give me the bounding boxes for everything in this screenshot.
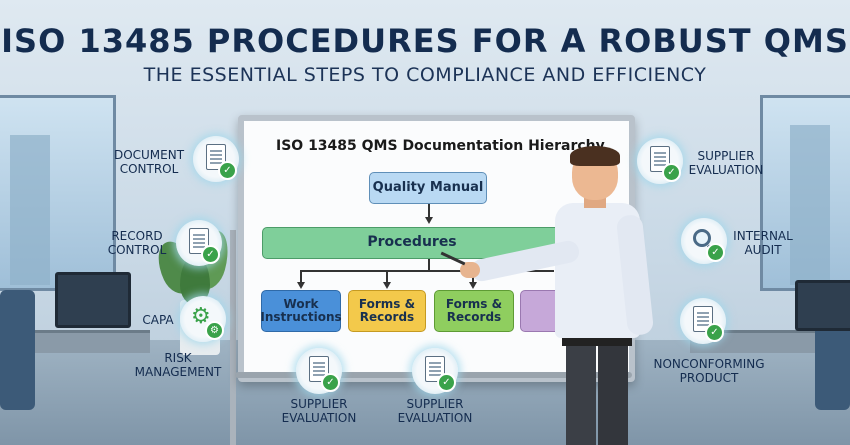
arrow-line: [300, 270, 302, 284]
risk-management-label: RISK MANAGEMENT: [134, 351, 222, 379]
arrow-line: [386, 270, 388, 284]
monitor: [795, 280, 850, 331]
supplier-evaluation-badge-bottom: ✓: [296, 348, 342, 394]
supplier-evaluation-badge: ✓: [637, 138, 683, 184]
capa-badge: ⚙ ⚙: [180, 296, 226, 342]
monitor: [55, 272, 131, 328]
office-desk-right: [690, 330, 850, 353]
supplier-evaluation-bottom-label: SUPPLIER EVALUATION: [397, 397, 473, 425]
whiteboard-leg: [230, 230, 236, 445]
presenter-leg: [598, 345, 628, 445]
background-building: [790, 125, 830, 285]
internal-audit-label: INTERNAL AUDIT: [733, 229, 793, 257]
magnifier-icon: [693, 229, 711, 247]
record-control-label: RECORD CONTROL: [107, 229, 167, 257]
document-control-label: DOCUMENT CONTROL: [113, 148, 185, 176]
quality-manual-box: Quality Manual: [369, 172, 487, 204]
page-subtitle: THE ESSENTIAL STEPS TO COMPLIANCE AND EF…: [143, 64, 707, 86]
nonconforming-product-badge: ✓: [680, 298, 726, 344]
forms-records-box: Forms & Records: [348, 290, 426, 332]
supplier-evaluation-badge-bottom: ✓: [412, 348, 458, 394]
check-icon: ✓: [662, 163, 681, 182]
gear-icon: ⚙: [191, 304, 211, 329]
arrow-head: [469, 282, 477, 289]
check-icon: ✓: [437, 373, 456, 392]
check-icon: ✓: [705, 323, 724, 342]
presenter-hand: [460, 262, 480, 278]
procedures-box: Procedures: [262, 227, 562, 259]
supplier-evaluation-label: SUPPLIER EVALUATION: [688, 149, 764, 177]
office-desk-left: [0, 330, 150, 353]
presenter-belt: [562, 336, 632, 346]
nonconforming-product-label: NONCONFORMING PRODUCT: [653, 357, 765, 385]
page-title: ISO 13485 PROCEDURES FOR A ROBUST QMS: [1, 22, 849, 60]
check-icon: ✓: [706, 243, 725, 262]
record-control-badge: ✓: [176, 220, 222, 266]
internal-audit-badge: ✓: [681, 218, 727, 264]
arrow-head: [297, 282, 305, 289]
presenter-hair: [570, 146, 620, 166]
forms-records-box: Forms & Records: [434, 290, 514, 332]
check-icon: ✓: [321, 373, 340, 392]
office-chair-left: [0, 290, 35, 410]
supplier-evaluation-bottom-label: SUPPLIER EVALUATION: [281, 397, 357, 425]
background-building: [10, 135, 50, 285]
arrow-line: [300, 270, 554, 272]
arrow-head: [425, 217, 433, 224]
work-instructions-box: Work Instructions: [260, 290, 342, 332]
presenter-leg: [566, 345, 596, 445]
capa-label: CAPA: [142, 313, 174, 327]
check-icon: ⚙: [205, 321, 224, 340]
document-control-badge: ✓: [193, 136, 239, 182]
arrow-head: [383, 282, 391, 289]
arrow-line: [428, 259, 430, 271]
check-icon: ✓: [218, 161, 237, 180]
whiteboard-title: ISO 13485 QMS Documentation Hierarchy: [276, 138, 605, 154]
arrow-line: [428, 204, 430, 218]
check-icon: ✓: [201, 245, 220, 264]
